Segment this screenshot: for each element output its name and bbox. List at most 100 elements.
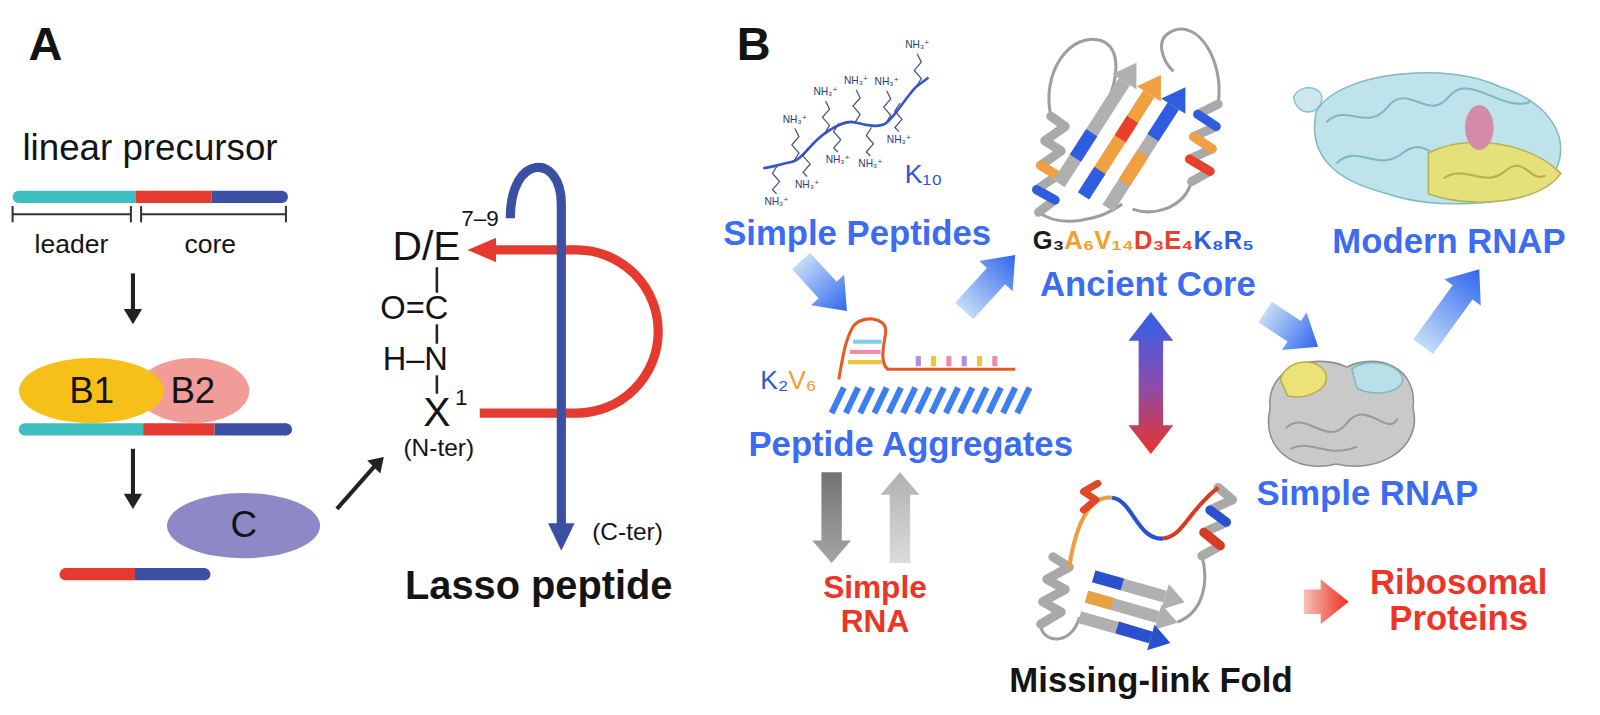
helix-band <box>1190 159 1210 171</box>
colored-loop <box>1163 488 1218 539</box>
chemical-group: H–N <box>383 343 448 376</box>
amine-label: NH₃⁺ <box>875 77 899 87</box>
lasso-ring-arrowhead <box>467 238 496 262</box>
beta-strand <box>1108 106 1173 208</box>
peptide-aggregate-strands <box>832 388 1030 413</box>
step-arrowhead <box>124 494 142 509</box>
amine-label: NH₃⁺ <box>905 40 929 50</box>
core-tail-segment <box>135 568 204 580</box>
lasso-tail-arrowhead <box>548 523 575 551</box>
product-title: Lasso peptide <box>405 566 672 606</box>
step-arrow <box>131 449 135 496</box>
strand-band <box>1124 154 1142 183</box>
beta-strand <box>1079 617 1150 637</box>
node-label: Simple RNAP <box>1257 475 1479 511</box>
composition-term: A₆ <box>1064 228 1094 254</box>
side-chain <box>884 91 891 124</box>
step-arrowhead <box>367 457 384 474</box>
region-label: core <box>184 231 236 258</box>
side-chain <box>914 54 921 87</box>
stage-node: Simple Peptides <box>709 71 1005 261</box>
chemical-group: O=C <box>380 292 448 325</box>
position-number: 1 <box>455 387 467 409</box>
chemical-bond <box>436 324 439 343</box>
composition-term: K₂ <box>760 367 788 394</box>
flow-arrow <box>881 472 920 563</box>
colored-loop <box>1112 498 1163 539</box>
side-chain <box>866 127 873 156</box>
beta-strand-head <box>1137 75 1161 102</box>
side-chain <box>822 101 829 134</box>
position-number: 7–9 <box>461 208 498 230</box>
leader-bracket <box>13 206 131 222</box>
residue-label: D/E <box>393 226 461 267</box>
base-pair <box>850 350 881 354</box>
stage-node: Ancient Core <box>1015 10 1280 312</box>
stage-title: linear precursor <box>22 130 277 167</box>
node-label: B1 <box>69 372 114 411</box>
terminus-label: (C-ter) <box>592 520 663 544</box>
composition-term: D₃ <box>1134 228 1164 254</box>
amine-label: NH₃⁺ <box>826 155 850 165</box>
rnap-subunit <box>1315 73 1561 204</box>
rnap-body <box>1268 361 1414 466</box>
lasso-ring <box>480 250 658 413</box>
flow-arrow <box>1413 269 1480 354</box>
beta-strand <box>1059 82 1124 184</box>
core-ring-segment <box>136 191 211 203</box>
protein-loop <box>1177 556 1204 622</box>
leader-segment <box>19 191 136 203</box>
composition-row: K₂V₆ <box>760 367 816 394</box>
node-label: Ribosomal Proteins <box>1349 564 1568 637</box>
base <box>949 356 995 366</box>
side-chain <box>895 103 902 132</box>
side-chain <box>772 165 779 194</box>
amine-label: NH₃⁺ <box>795 180 819 190</box>
strand-band <box>1084 170 1100 195</box>
residue-label: X <box>423 392 450 433</box>
composition-term: R₅ <box>1224 228 1254 254</box>
side-chain <box>792 129 799 162</box>
helix-band <box>1204 532 1220 545</box>
flow-arrow <box>1304 579 1349 624</box>
core-tail-segment <box>276 191 288 203</box>
rnap-texture <box>1291 446 1357 451</box>
base-pair <box>848 360 882 364</box>
chemical-bond <box>436 375 439 393</box>
flow-arrow <box>955 255 1015 319</box>
chemical-bond <box>436 267 439 292</box>
panel-letter: A <box>29 21 63 68</box>
beta-strand-head <box>1112 63 1136 90</box>
composition-term: G₃ <box>1033 228 1065 254</box>
leader-segment <box>25 423 143 435</box>
composition-term: V₆ <box>788 367 816 394</box>
terminus-label: (N-ter) <box>403 436 474 460</box>
peptide-formula: K₁₀ <box>905 161 943 188</box>
amine-label: NH₃⁺ <box>813 87 837 97</box>
beta-strand <box>1087 597 1158 617</box>
helix-band <box>1194 137 1212 149</box>
enzyme-ellipse: B1 <box>18 357 165 424</box>
helix-band <box>1037 190 1055 200</box>
node-label: B2 <box>170 372 215 411</box>
node-label: Simple Peptides <box>723 215 991 251</box>
rnap-texture <box>1326 88 1530 122</box>
lasso-tail <box>510 167 561 525</box>
flow-arrow <box>792 253 847 311</box>
base <box>918 356 964 366</box>
core-bracket <box>141 206 286 222</box>
side-chain <box>834 123 841 152</box>
alpha-helix <box>1041 557 1070 624</box>
strand-band <box>1120 119 1132 138</box>
strand-band <box>1075 133 1091 158</box>
step-arrow <box>337 466 375 509</box>
stage-node: Simple RNA <box>806 563 944 638</box>
beta-strand <box>1094 576 1165 596</box>
alpha-helix <box>1037 116 1066 212</box>
strand-band <box>1094 576 1123 584</box>
side-chain <box>803 148 810 177</box>
node-label: Simple RNA <box>806 571 944 637</box>
core-ring-segment <box>143 423 214 435</box>
